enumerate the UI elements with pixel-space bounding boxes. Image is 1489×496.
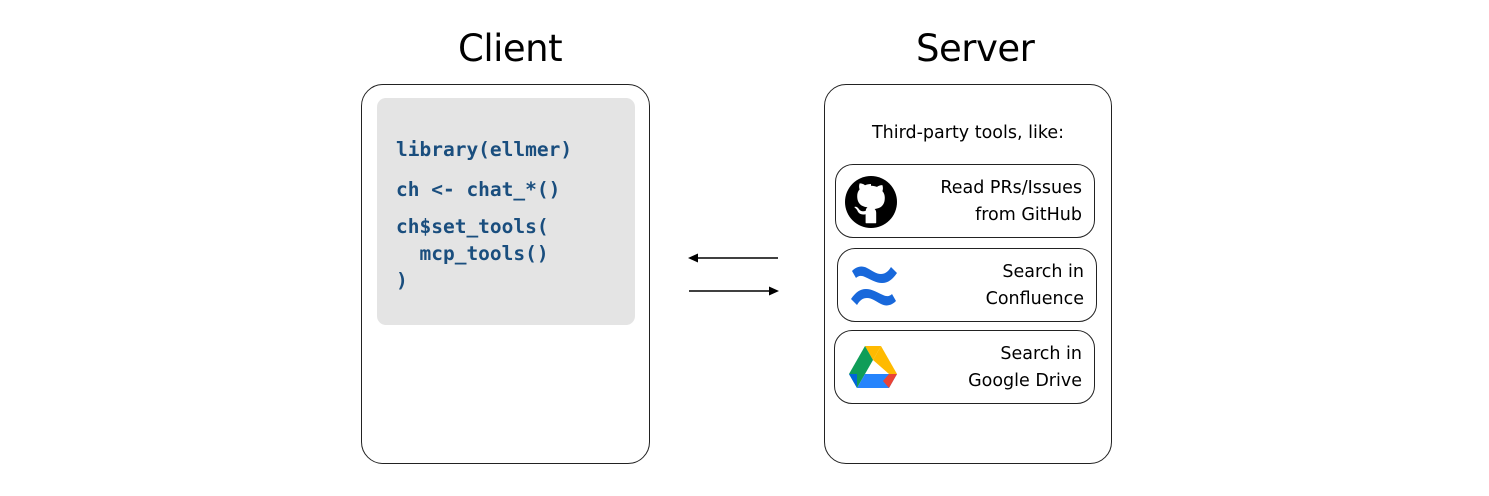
server-caption: Third-party tools, like: <box>871 123 1065 143</box>
arrow-left <box>688 253 778 263</box>
code-line-chat: ch <- chat_*() <box>396 178 561 201</box>
confluence-icon <box>851 266 897 306</box>
tool-google-drive: Search in Google Drive <box>834 330 1095 404</box>
server-title: Server <box>916 27 1035 70</box>
tool-confluence-line1: Search in <box>1002 262 1084 282</box>
tool-github-label: Read PRs/Issues from GitHub <box>940 175 1082 229</box>
tool-confluence-label: Search in Confluence <box>986 259 1084 313</box>
server-panel: Third-party tools, like: Read PRs/Issues… <box>824 84 1112 464</box>
code-line-library: library(ellmer) <box>396 138 573 161</box>
code-line-set-tools: ch$set_tools( mcp_tools() ) <box>396 215 549 292</box>
request-response-arrows <box>688 253 779 296</box>
client-panel: library(ellmer) ch <- chat_*() ch$set_to… <box>361 84 650 464</box>
tool-google-drive-label: Search in Google Drive <box>968 341 1082 395</box>
tool-github: Read PRs/Issues from GitHub <box>835 164 1095 238</box>
tool-github-line2: from GitHub <box>975 205 1082 225</box>
tool-confluence: Search in Confluence <box>837 248 1097 322</box>
google-drive-icon <box>849 346 897 388</box>
client-title: Client <box>458 27 563 70</box>
tool-github-line1: Read PRs/Issues <box>940 178 1082 198</box>
tool-confluence-line2: Confluence <box>985 289 1084 309</box>
arrow-right <box>689 286 779 296</box>
tool-google-drive-line1: Search in <box>1000 344 1082 364</box>
code-block: library(ellmer) ch <- chat_*() ch$set_to… <box>377 98 635 325</box>
tool-google-drive-line2: Google Drive <box>968 371 1082 391</box>
github-icon <box>845 176 897 228</box>
